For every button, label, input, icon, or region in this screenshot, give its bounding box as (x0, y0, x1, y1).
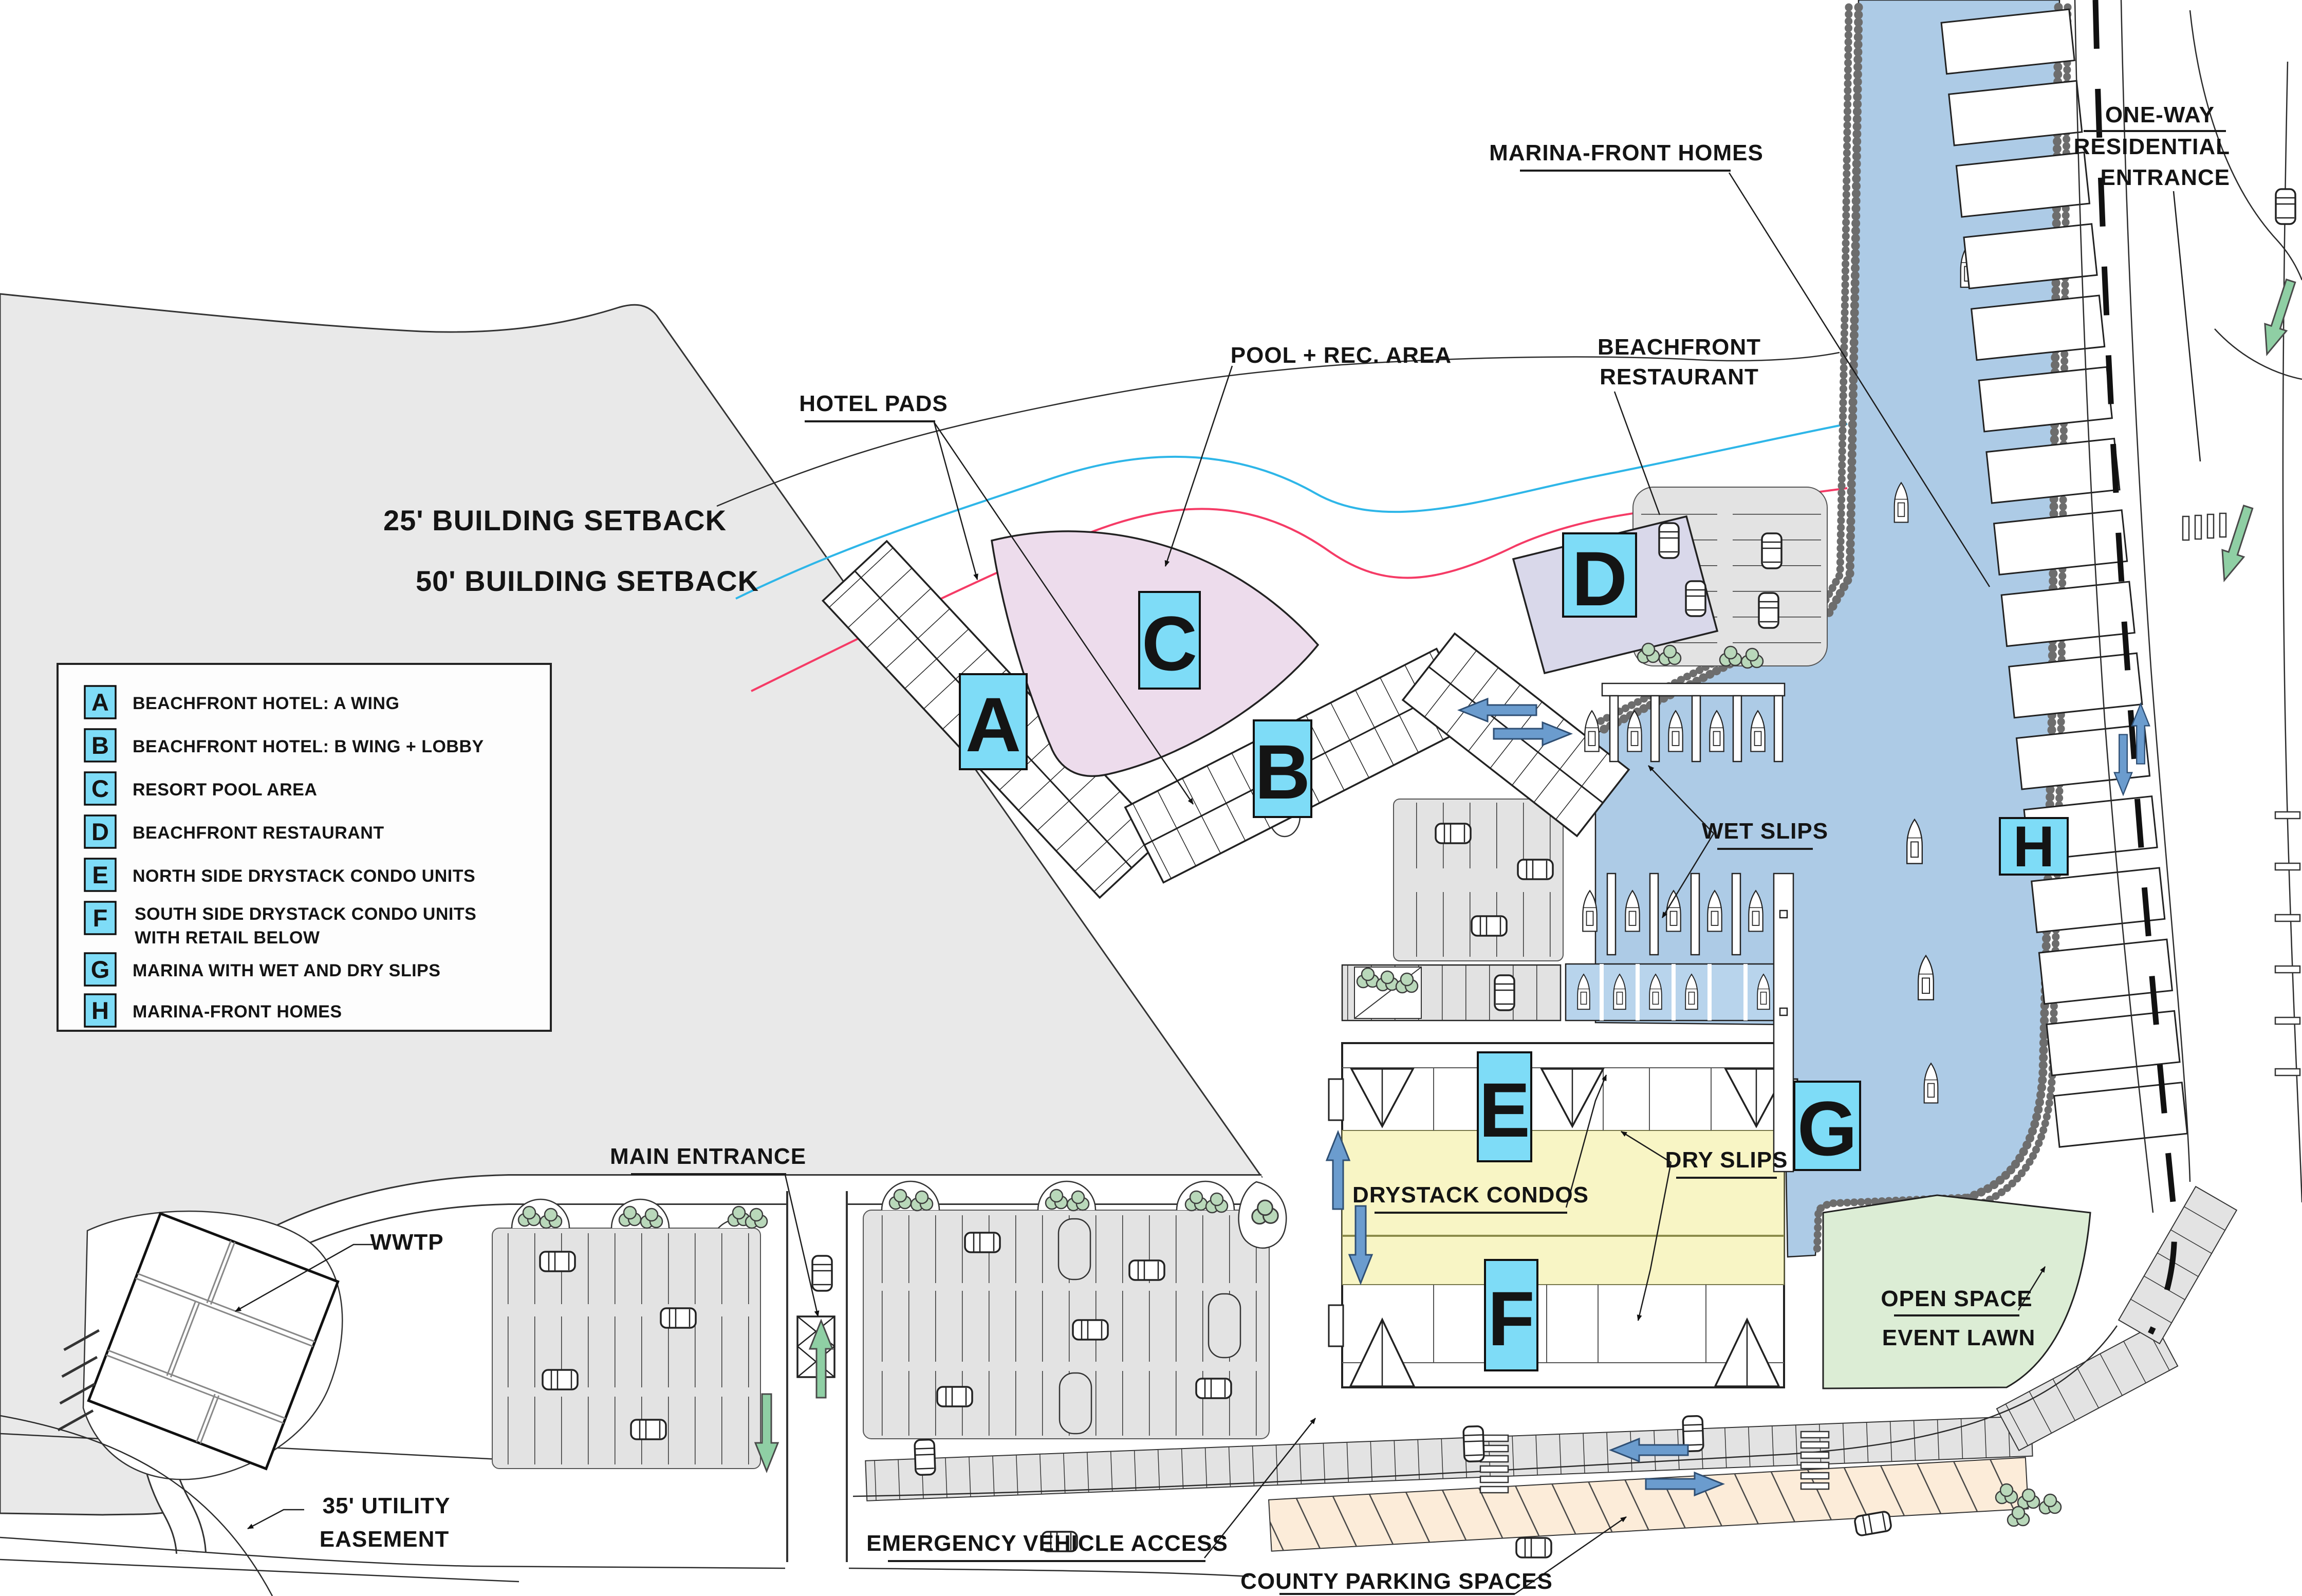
svg-text:H: H (2013, 814, 2055, 879)
marker-h: H (1999, 814, 2069, 879)
drystack-building (1328, 1042, 1798, 1388)
svg-text:BEACHFRONT HOTEL: A WING: BEACHFRONT HOTEL: A WING (133, 694, 399, 713)
label-main-entrance: MAIN ENTRANCE (610, 1144, 806, 1169)
svg-text:WITH RETAIL BELOW: WITH RETAIL BELOW (135, 928, 320, 948)
marker-f: F (1484, 1259, 1538, 1371)
svg-text:E: E (92, 861, 108, 888)
label-pool-rec: POOL + REC. AREA (1231, 343, 1452, 368)
one-way-road-edge-left (2074, 0, 2154, 1213)
legend-item-e: E NORTH SIDE DRYSTACK CONDO UNITS (84, 858, 475, 892)
one-way-road-edge-right (2120, 0, 2191, 1182)
svg-text:D: D (91, 818, 109, 845)
leader-lines (235, 172, 2201, 1595)
curved-parking-band-2 (2118, 1185, 2238, 1345)
svg-text:MARINA WITH WET AND DRY SLIPS: MARINA WITH WET AND DRY SLIPS (133, 961, 440, 980)
svg-text:A: A (91, 689, 109, 716)
svg-text:H: H (91, 997, 109, 1024)
central-parking-lot (863, 1180, 1270, 1439)
svg-text:B: B (1255, 729, 1310, 815)
label-setback-25: 25' BUILDING SETBACK (383, 504, 727, 536)
label-one-way-2: RESIDENTIAL (2074, 134, 2230, 159)
label-open-space-2: EVENT LAWN (1882, 1325, 2035, 1350)
marker-c: C (1138, 591, 1201, 690)
marker-a: A (959, 673, 1028, 770)
setback-25-line (735, 423, 1848, 600)
svg-text:C: C (1142, 600, 1197, 686)
svg-text:BEACHFRONT HOTEL: B WING + LOB: BEACHFRONT HOTEL: B WING + LOBBY (133, 737, 484, 756)
marker-e: E (1477, 1051, 1532, 1162)
event-lawn-area (1822, 1194, 2091, 1389)
legend-item-b: B BEACHFRONT HOTEL: B WING + LOBBY (84, 728, 484, 763)
label-wet-slips: WET SLIPS (1702, 819, 1828, 844)
label-beachfront-restaurant-2: RESTAURANT (1600, 364, 1759, 389)
one-way-road-dashed (2092, 0, 2178, 1335)
svg-text:G: G (91, 956, 110, 983)
svg-text:NORTH SIDE DRYSTACK CONDO UNIT: NORTH SIDE DRYSTACK CONDO UNITS (133, 866, 475, 886)
label-emergency: EMERGENCY VEHICLE ACCESS (866, 1531, 1228, 1556)
label-county-parking: COUNTY PARKING SPACES (1240, 1569, 1553, 1594)
shoreline (716, 351, 1840, 507)
label-open-space-1: OPEN SPACE (1881, 1286, 2032, 1311)
legend-item-c: C RESORT POOL AREA (84, 771, 317, 806)
svg-text:B: B (91, 732, 109, 759)
label-utility-easement-1: 35' UTILITY (323, 1493, 451, 1518)
marker-d: D (1562, 532, 1637, 622)
dry-slip-staging (1341, 963, 1781, 1022)
bottom-road-edge-2 (0, 1536, 786, 1569)
wet-slip-docks-south (1582, 873, 1794, 1173)
svg-text:F: F (1488, 1275, 1535, 1362)
svg-text:D: D (1572, 535, 1627, 622)
svg-text:C: C (91, 775, 109, 802)
svg-text:F: F (93, 904, 108, 932)
label-one-way-3: ENTRANCE (2101, 165, 2230, 190)
ne-road-curve-1 (2189, 10, 2302, 281)
bottom-road-edge-1 (0, 1415, 273, 1596)
marker-g: G (1793, 1081, 1861, 1172)
label-setback-50: 50' BUILDING SETBACK (416, 565, 759, 597)
curved-parking-band-1 (1996, 1323, 2179, 1452)
svg-text:E: E (1479, 1067, 1530, 1153)
svg-text:SOUTH SIDE DRYSTACK CONDO UNIT: SOUTH SIDE DRYSTACK CONDO UNITS (135, 904, 476, 924)
legend-item-g: G MARINA WITH WET AND DRY SLIPS (84, 952, 440, 987)
svg-text:A: A (966, 681, 1021, 768)
svg-text:MARINA-FRONT HOMES: MARINA-FRONT HOMES (133, 1002, 342, 1022)
map-markers: A B C D E F G H (959, 532, 2069, 1371)
legend-item-d: D BEACHFRONT RESTAURANT (84, 814, 384, 849)
label-utility-easement-2: EASEMENT (320, 1527, 449, 1552)
ne-road-curve-2 (2214, 328, 2302, 380)
legend-item-a: A BEACHFRONT HOTEL: A WING (84, 685, 399, 719)
label-marina-front-homes: MARINA-FRONT HOMES (1489, 140, 1763, 165)
roadside-parking-ticks (2274, 811, 2301, 1077)
label-drystack-condos: DRYSTACK CONDOS (1352, 1182, 1589, 1208)
label-one-way-1: ONE-WAY (2105, 102, 2215, 127)
label-dry-slips: DRY SLIPS (1665, 1147, 1788, 1173)
e-road-curve (2282, 61, 2302, 1203)
west-parking-lot (492, 1198, 761, 1469)
label-beachfront-restaurant-1: BEACHFRONT (1598, 335, 1761, 360)
wet-slip-docks-north (1584, 682, 1786, 763)
utility-easement-band-lower (0, 1558, 519, 1583)
legend-item-h: H MARINA-FRONT HOMES (84, 993, 342, 1028)
south-road-edge (852, 1325, 2118, 1497)
bottom-road-edge-3 (848, 1567, 1249, 1578)
homes-entry-ticks (2182, 512, 2227, 541)
legend-item-f: F SOUTH SIDE DRYSTACK CONDO UNITS WITH R… (84, 901, 476, 948)
svg-text:RESORT POOL AREA: RESORT POOL AREA (133, 780, 317, 800)
svg-text:G: G (1797, 1085, 1858, 1172)
label-wwtp: WWTP (370, 1230, 443, 1255)
svg-text:BEACHFRONT RESTAURANT: BEACHFRONT RESTAURANT (133, 823, 384, 843)
legend-box: A BEACHFRONT HOTEL: A WING B BEACHFRONT … (57, 663, 552, 1032)
wwtp-facility (57, 1210, 343, 1480)
marker-b: B (1253, 719, 1312, 818)
label-hotel-pads: HOTEL PADS (799, 391, 948, 416)
county-parking-area (1268, 1457, 2029, 1552)
